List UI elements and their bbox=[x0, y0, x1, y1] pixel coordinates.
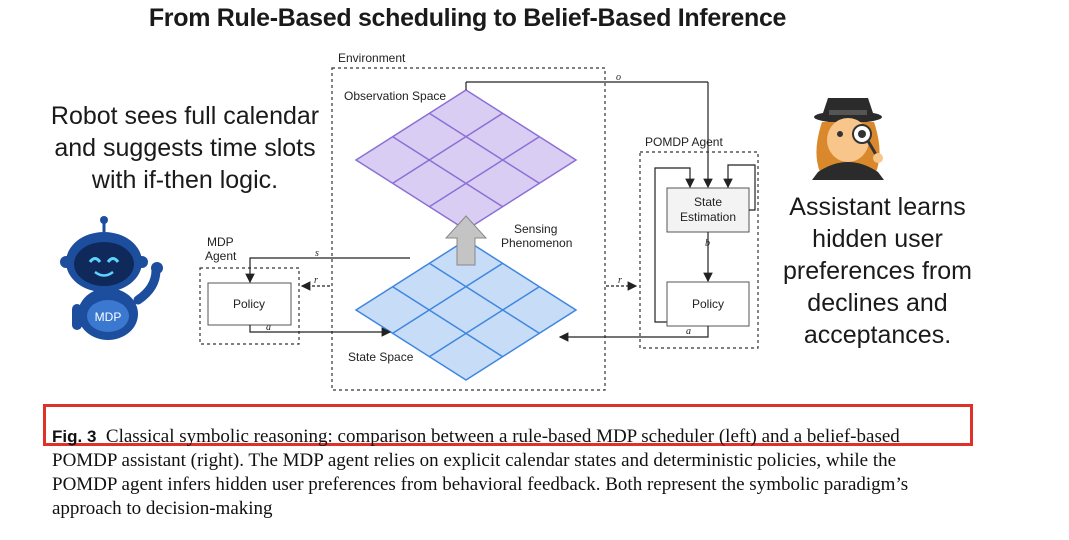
mdp-agent-label-2: Agent bbox=[205, 249, 237, 263]
diagram: Environment Observation Space State Spac… bbox=[60, 51, 884, 391]
b-symbol: b bbox=[705, 238, 710, 249]
caption-text: Classical symbolic reasoning: comparison… bbox=[52, 426, 909, 519]
a-right-symbol: a bbox=[686, 326, 691, 337]
o-symbol: o bbox=[616, 72, 621, 83]
sensing-label-1: Sensing bbox=[514, 222, 557, 236]
state-space-label: State Space bbox=[348, 350, 414, 364]
a-left-symbol: a bbox=[266, 322, 271, 333]
mdp-description: Robot sees full calendar and suggests ti… bbox=[50, 102, 320, 194]
state-estimation-label-1: State bbox=[694, 195, 722, 209]
pomdp-description: Assistant learns hidden user preferences… bbox=[783, 193, 972, 349]
pomdp-agent-box bbox=[639, 151, 759, 349]
pomdp-agent-label: POMDP Agent bbox=[645, 135, 723, 149]
environment-label: Environment bbox=[338, 51, 406, 65]
caption-label: Fig. 3 bbox=[52, 427, 97, 446]
state-estimation-box bbox=[666, 187, 750, 233]
r-right-symbol: r bbox=[618, 275, 622, 286]
policy-left-label: Policy bbox=[233, 297, 265, 311]
policy-right-box bbox=[666, 281, 750, 327]
robot-mdp-icon bbox=[60, 216, 163, 340]
observation-space-label: Observation Space bbox=[344, 89, 446, 103]
s-symbol: s bbox=[315, 248, 319, 259]
state-space-grid bbox=[354, 239, 578, 381]
r-left-symbol: r bbox=[314, 275, 318, 286]
detective-icon bbox=[812, 98, 884, 180]
caption-highlight-box bbox=[43, 404, 973, 446]
figure-title: From Rule-Based scheduling to Belief-Bas… bbox=[148, 4, 787, 32]
sensing-arrow bbox=[444, 215, 488, 266]
state-estimation-label-2: Estimation bbox=[680, 210, 736, 224]
robot-badge-label: MDP bbox=[95, 310, 122, 324]
sensing-label-2: Phenomenon bbox=[501, 236, 572, 250]
mdp-agent-label-1: MDP bbox=[207, 235, 234, 249]
figure-caption: Fig. 3 Classical symbolic reasoning: com… bbox=[52, 425, 957, 521]
observation-space-grid bbox=[354, 89, 578, 231]
environment-box bbox=[331, 67, 606, 391]
policy-right-label: Policy bbox=[692, 297, 724, 311]
